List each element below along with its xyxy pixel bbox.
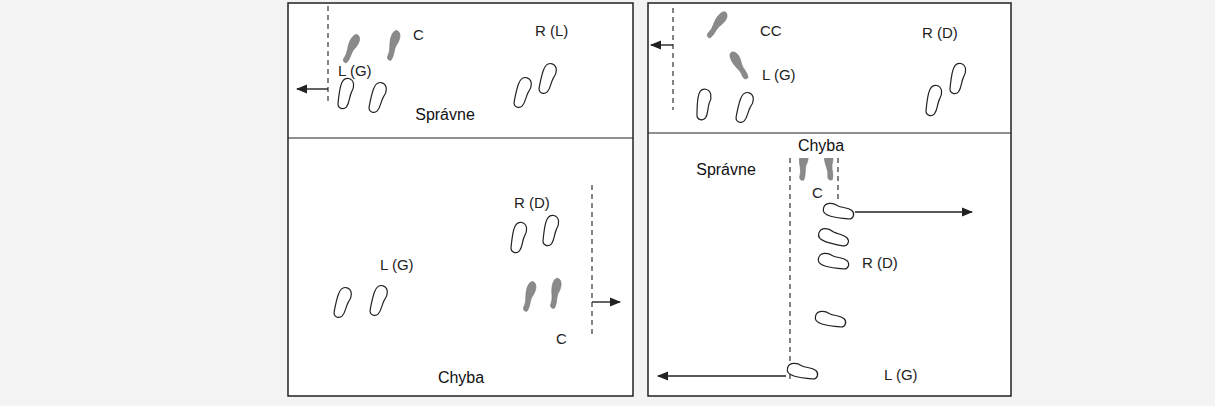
caption-box: Správne: [676, 155, 776, 185]
footprint: [733, 91, 756, 124]
dashed-lines: [328, 6, 838, 380]
footprint: [536, 62, 559, 95]
footprint: [335, 77, 355, 110]
direction-arrow: [855, 211, 972, 212]
panel-divider: [288, 137, 633, 138]
foot-label: R (D): [862, 254, 898, 271]
foot-label: R (D): [514, 194, 550, 211]
foot-label: C: [812, 184, 823, 201]
panel-frame: [288, 3, 633, 396]
foot-label: L (G): [380, 256, 414, 273]
foot-label: R (L): [535, 22, 568, 39]
footprint: [540, 214, 560, 247]
footprint: [331, 286, 354, 319]
dashed-line: [672, 8, 673, 110]
footprint: [385, 30, 401, 62]
panel-frame: [648, 3, 1011, 396]
footprint: [548, 278, 562, 309]
direction-arrow: [658, 375, 786, 376]
footprint: [786, 362, 819, 382]
foot-label: C: [556, 330, 567, 347]
footprint: [367, 284, 390, 317]
footprint: [814, 310, 847, 330]
footprint: [947, 62, 967, 95]
foot-label: C: [413, 26, 424, 43]
foot-label: L (G): [884, 366, 918, 383]
foot-label: CC: [760, 22, 782, 39]
footprint: [511, 76, 534, 109]
footprint: [694, 88, 712, 121]
caption-box: Správne: [398, 100, 492, 130]
direction-arrow: [592, 301, 620, 302]
footprint: [521, 281, 537, 313]
box-text: Správne: [696, 161, 756, 179]
footprint: [508, 221, 528, 254]
foot-label: R (D): [922, 24, 958, 41]
box-text: Chyba: [438, 369, 484, 387]
footprint: [366, 81, 389, 114]
footprint: [822, 202, 855, 222]
caption-box: Chyba: [412, 364, 510, 392]
direction-arrow: [651, 44, 673, 45]
footprint: [923, 84, 943, 117]
arrows: [297, 45, 972, 376]
footprint: [817, 252, 850, 272]
box-text: Chyba: [798, 137, 844, 155]
foot-label: L (G): [338, 62, 372, 79]
box-text: Správne: [415, 106, 475, 124]
foot-label: L (G): [762, 66, 796, 83]
dashed-line: [789, 140, 790, 380]
grey-footprints: [341, 10, 835, 312]
dashed-line: [327, 6, 328, 102]
footprint: [728, 50, 751, 81]
footprint: [817, 227, 850, 250]
direction-arrow: [297, 88, 328, 89]
footprint: [705, 10, 730, 40]
dashed-line: [591, 185, 592, 335]
white-footprints: [331, 62, 967, 382]
footprint: [341, 33, 362, 64]
